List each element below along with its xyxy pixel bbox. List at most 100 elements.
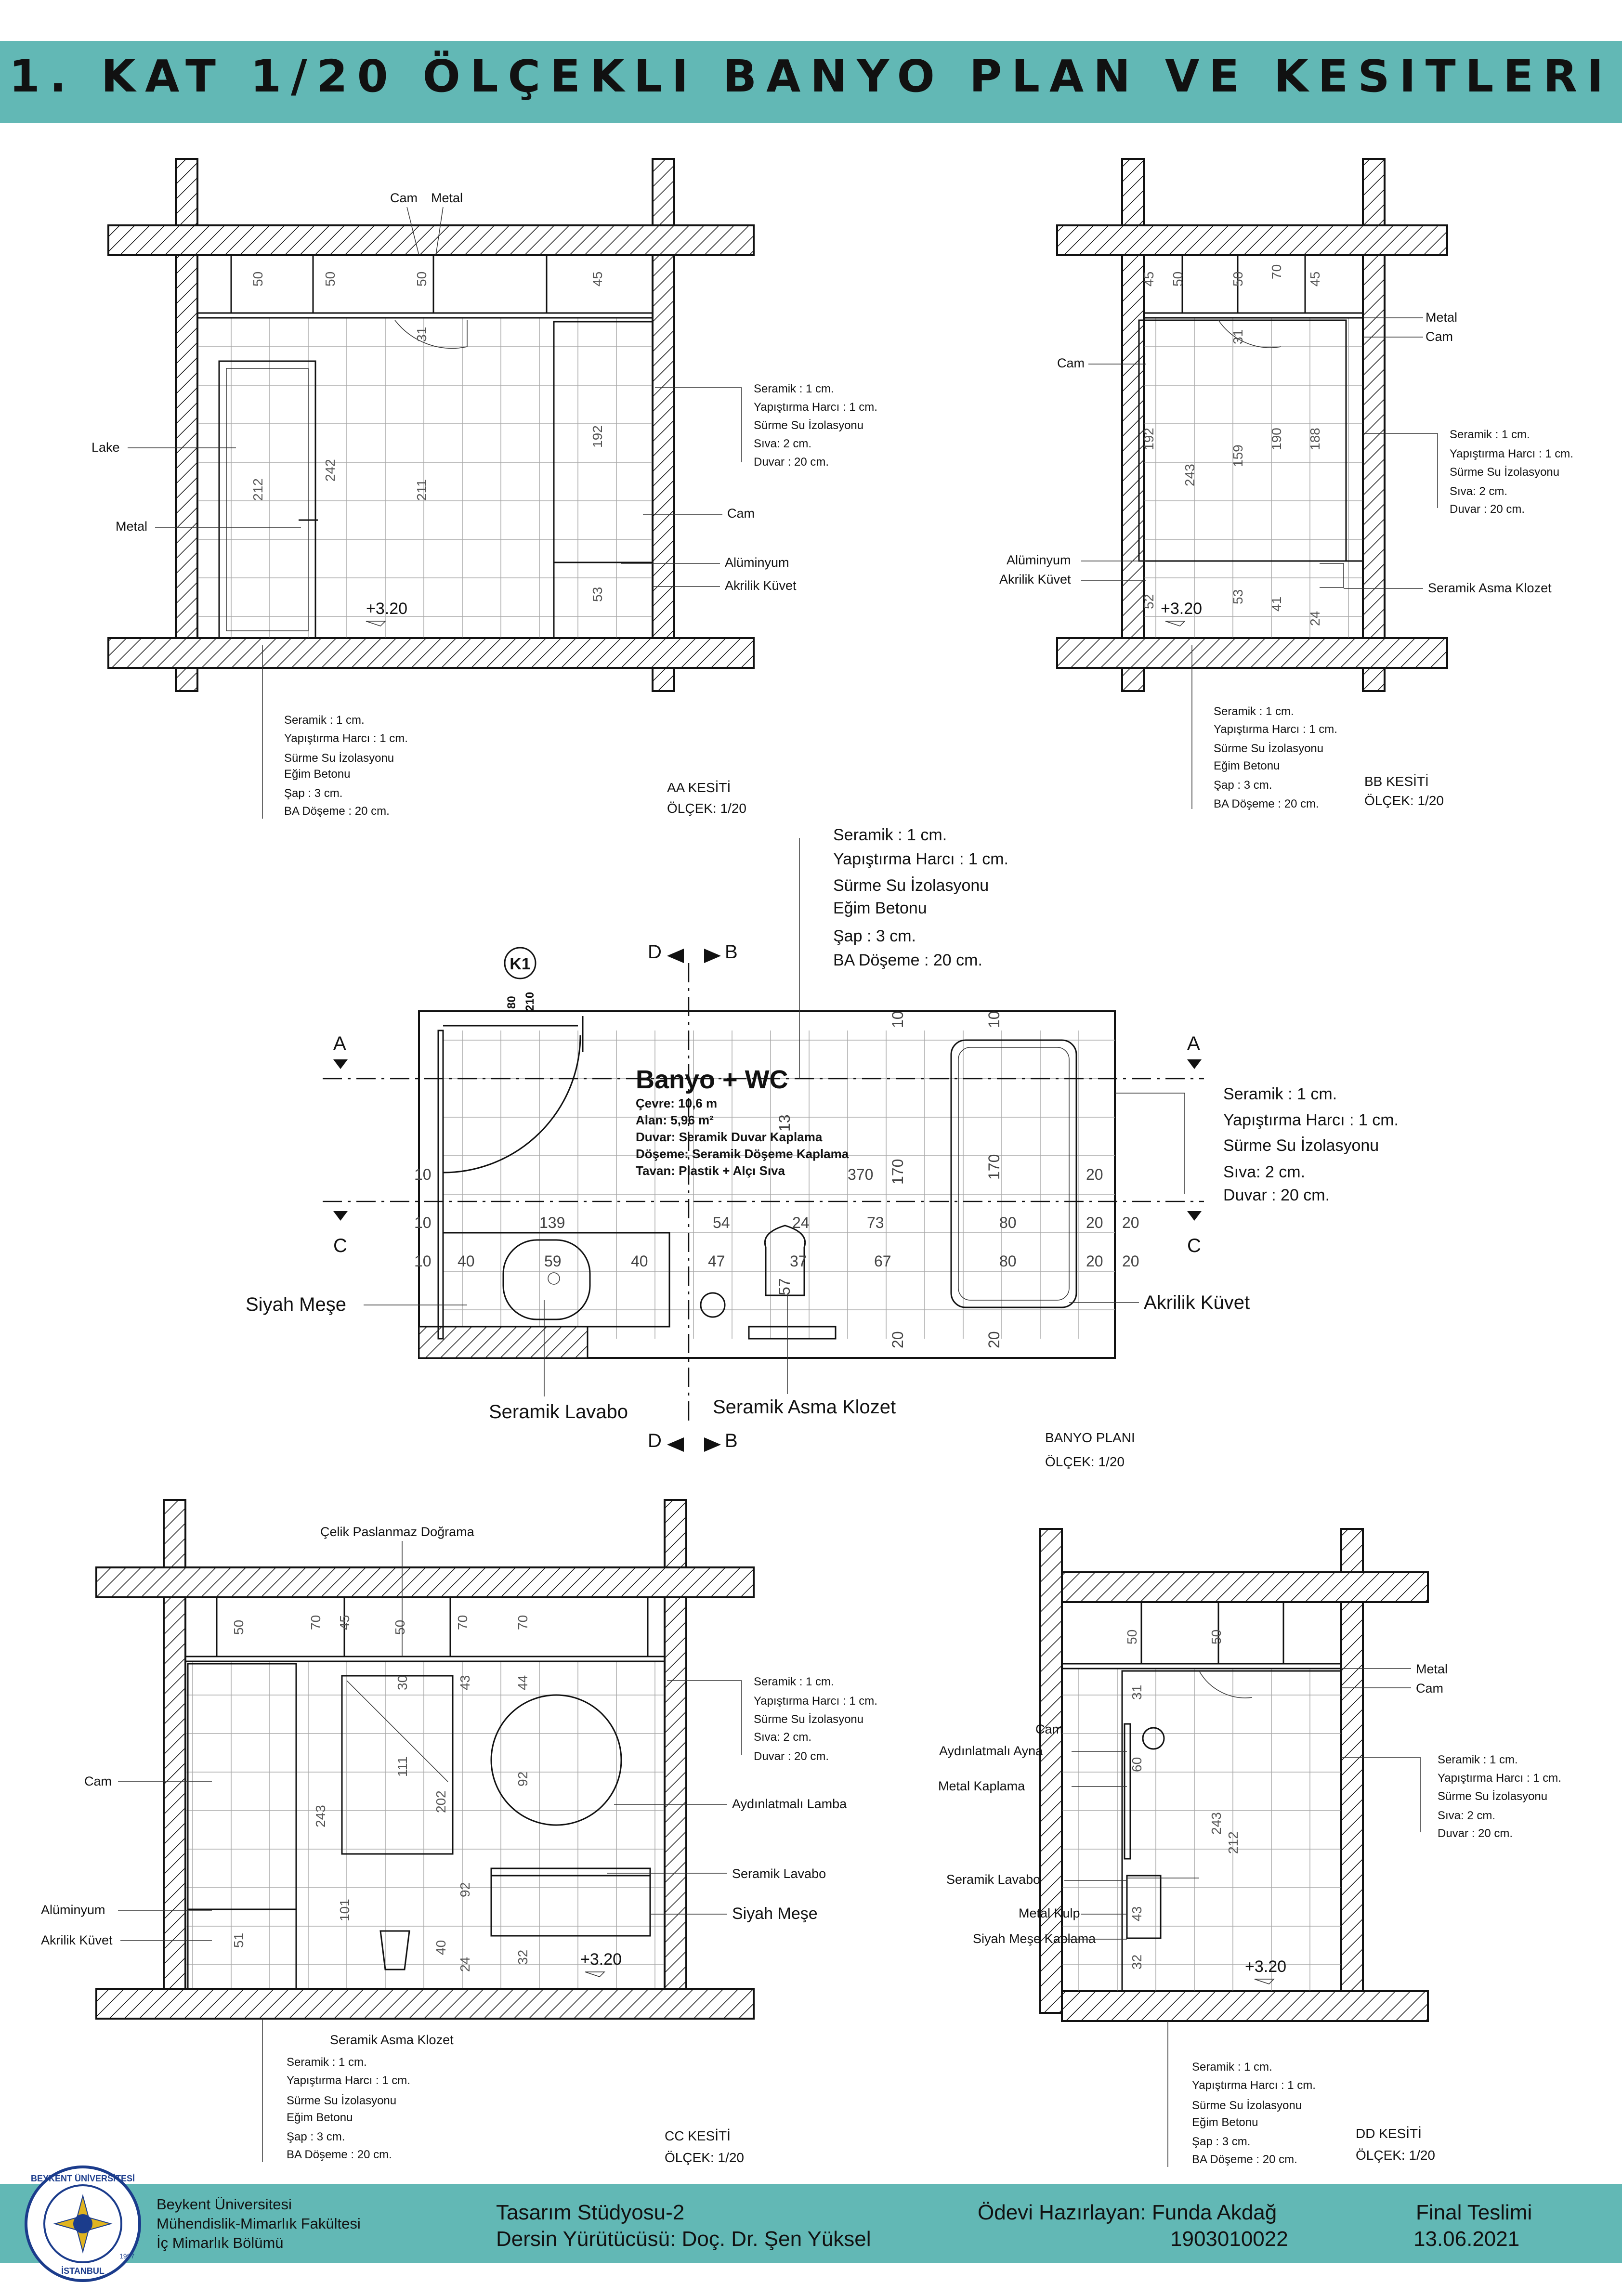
aa-label-cam: Cam: [390, 191, 418, 205]
layer-text: Sürme Su İzolasyonu: [1450, 466, 1559, 479]
layer-text: BA Döşeme : 20 cm.: [1192, 2153, 1297, 2166]
cc-dim: 111: [395, 1756, 410, 1777]
bb-dim: 50: [1230, 272, 1245, 287]
mark-b-bottom: B: [725, 1430, 738, 1451]
dd-dim: 60: [1129, 1757, 1144, 1772]
bb-floor-layers: Seramik : 1 cm. Yapıştırma Harcı : 1 cm.…: [1214, 705, 1337, 810]
plan-dim: 37: [790, 1252, 807, 1270]
plan-dims-row2: 10 40 59 40 47 37 67 80 20 20: [414, 1252, 1139, 1270]
plan-dim: 20: [1086, 1252, 1103, 1270]
footer-date: 13.06.2021: [1413, 2227, 1520, 2251]
layer-text: Sürme Su İzolasyonu: [1214, 742, 1323, 755]
plan-dim: 80: [999, 1252, 1017, 1270]
layer-text: Sürme Su İzolasyonu: [287, 2094, 396, 2107]
cc-label-lamba: Aydınlatmalı Lamba: [732, 1797, 847, 1811]
page-title: 1. KAT 1/20 ÖLÇEKLI BANYO PLAN VE KESITL…: [9, 51, 1613, 102]
layer-text: Eğim Betonu: [1214, 759, 1280, 772]
layer-text: Şap : 3 cm.: [287, 2130, 345, 2143]
plan-dim: 20: [1122, 1214, 1139, 1231]
room-info-line: Tavan: Plastik + Alçı Sıva: [636, 1163, 785, 1178]
cc-dim: 24: [458, 1957, 472, 1972]
university-logo: BEYKENT ÜNİVERSİTESİ İSTANBUL 1997: [25, 2166, 141, 2282]
dd-level: +3.20: [1245, 1957, 1286, 1976]
title-band: [0, 41, 1622, 123]
plan-dim: 20: [889, 1331, 906, 1348]
layer-text: Sıva: 2 cm.: [754, 1731, 811, 1744]
cc-title: CC KESİTİ: [665, 2128, 731, 2143]
aa-label-metal: Metal: [431, 191, 463, 205]
cc-dim: 45: [337, 1615, 352, 1630]
aa-dim: 31: [414, 327, 429, 342]
layer-text: Yapıştırma Harcı : 1 cm.: [284, 732, 408, 745]
layer-text: Sürme Su İzolasyonu: [833, 876, 989, 895]
layer-text: Sürme Su İzolasyonu: [1223, 1136, 1379, 1155]
bb-dim: 24: [1308, 611, 1322, 626]
layer-text: Sürme Su İzolasyonu: [1438, 1790, 1547, 1803]
bb-label-klozet: Seramik Asma Klozet: [1428, 581, 1552, 595]
bb-dim: 192: [1141, 428, 1156, 450]
cc-ceiling-slab: [95, 1566, 755, 1598]
layer-text: Şap : 3 cm.: [284, 787, 342, 800]
bb-dim: 41: [1269, 597, 1284, 612]
plan-dim: 24: [792, 1214, 810, 1231]
logo-ring-text: BEYKENT ÜNİVERSİTESİ: [31, 2174, 135, 2183]
layer-text: Sıva: 2 cm.: [1438, 1809, 1495, 1822]
aa-dim: 53: [590, 587, 605, 602]
plan-dim: 54: [713, 1214, 730, 1231]
cc-label-mese: Siyah Meşe: [732, 1905, 818, 1923]
cc-dim: 202: [433, 1790, 448, 1813]
plan-dim: 20: [1122, 1252, 1139, 1270]
aa-label-kuvet: Akrilik Küvet: [725, 578, 797, 593]
dd-dim: 31: [1129, 1685, 1144, 1700]
room-name: Banyo + WC: [636, 1065, 788, 1094]
layer-text: Sıva: 2 cm.: [1450, 485, 1507, 498]
plan-scale: ÖLÇEK: 1/20: [1045, 1454, 1125, 1469]
bb-section: +3.20 45 50 50 70 45 31 192 243 159 190 …: [999, 158, 1573, 810]
bb-scale: ÖLÇEK: 1/20: [1364, 793, 1444, 808]
aa-section: +3.20 50 50 50 45 31 212 242 211 192 53 …: [92, 158, 877, 819]
layer-text: Şap : 3 cm.: [833, 927, 916, 945]
plan-counter: [442, 1232, 670, 1328]
aa-dim: 192: [590, 425, 605, 448]
cc-label-aluminyum: Alüminyum: [41, 1903, 105, 1917]
cc-sink: [490, 1867, 651, 1877]
dd-title: DD KESİTİ: [1356, 2126, 1422, 2141]
aa-dim: 45: [590, 272, 605, 287]
plan-toilet: [764, 1225, 806, 1296]
cc-dim: 70: [515, 1615, 530, 1630]
layer-text: BA Döşeme : 20 cm.: [833, 951, 982, 969]
layer-text: Yapıştırma Harcı : 1 cm.: [1214, 723, 1337, 736]
layer-text: Seramik : 1 cm.: [1223, 1085, 1337, 1103]
plan-wall-segment: [418, 1326, 589, 1359]
cc-dim: 30: [395, 1675, 410, 1690]
plan-dim: 80: [999, 1214, 1017, 1231]
door-tag-text: K1: [510, 955, 530, 973]
bb-label-aluminyum: Alüminyum: [1007, 553, 1071, 567]
dd-vanity: [1126, 1875, 1162, 1939]
cc-dim: 70: [308, 1615, 323, 1630]
layer-text: Seramik : 1 cm.: [1192, 2061, 1272, 2074]
layer-text: Duvar : 20 cm.: [754, 1750, 829, 1763]
door-width: 80: [505, 996, 518, 1009]
layer-text: Yapıştırma Harcı : 1 cm.: [754, 401, 877, 414]
plan-dim: 10: [985, 1011, 1003, 1028]
plan-dim: 370: [848, 1166, 873, 1183]
plan-dims-other: 10 370 170 170 13 10 10 20 20 20 57: [414, 1011, 1103, 1348]
layer-text: Şap : 3 cm.: [1192, 2135, 1250, 2148]
layer-text: Sürme Su İzolasyonu: [754, 419, 863, 432]
plan-dim: 170: [889, 1159, 906, 1185]
bb-dim: 243: [1182, 464, 1197, 486]
bb-dim: 31: [1230, 329, 1245, 344]
bb-level: +3.20: [1161, 600, 1202, 618]
plan-layers-right: Seramik : 1 cm. Yapıştırma Harcı : 1 cm.…: [1223, 1085, 1399, 1204]
layer-text: Eğim Betonu: [833, 899, 927, 917]
bb-dim: 190: [1269, 428, 1284, 450]
layer-text: Seramik : 1 cm.: [1450, 428, 1530, 441]
bb-label-cam-left: Cam: [1057, 356, 1085, 370]
dd-label-ayna: Aydınlatmalı Ayna: [939, 1744, 1043, 1758]
mark-a-left: A: [333, 1033, 346, 1054]
footer-submission: Final Teslimi: [1416, 2201, 1532, 2224]
cc-dim: 32: [515, 1950, 530, 1965]
dd-dim: 50: [1125, 1630, 1139, 1644]
